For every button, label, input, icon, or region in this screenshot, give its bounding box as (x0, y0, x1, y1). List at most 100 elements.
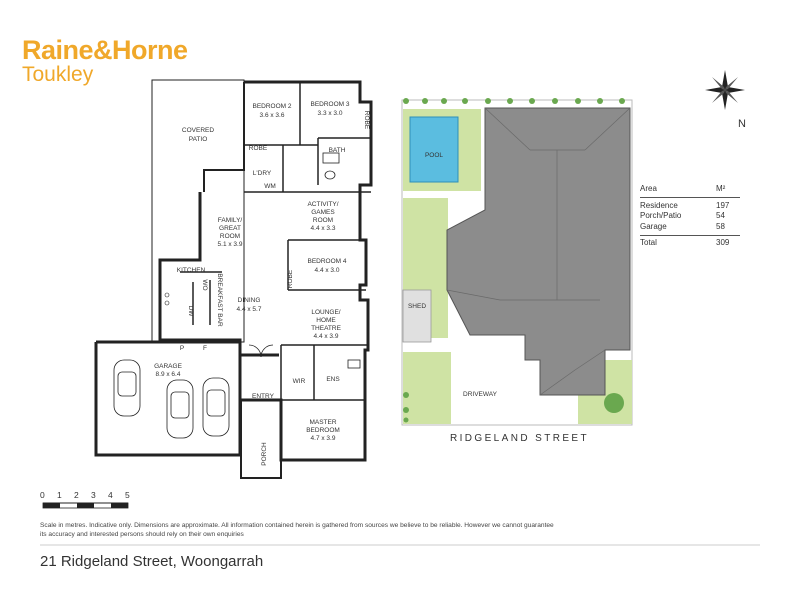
label-fridge: F (203, 345, 207, 352)
ensuite-vanity (347, 359, 361, 369)
label-porch: PORCH (261, 442, 268, 466)
label-bedroom-4: BEDROOM 4 (307, 258, 346, 265)
scale-tick: 2 (74, 490, 79, 500)
shed (402, 289, 432, 343)
label-activity-dims: 4.4 x 3.3 (311, 225, 336, 232)
street-name: RIDGELAND STREET (450, 433, 589, 444)
label-lounge: THEATRE (311, 325, 342, 332)
label-ensuite: ENS (326, 376, 340, 383)
label-bedroom-3: BEDROOM 3 (310, 101, 349, 108)
floor-plan (94, 79, 373, 479)
label-activity: GAMES (311, 209, 335, 216)
label-robe-bed3: ROBE (363, 111, 370, 130)
label-master: MASTER (309, 419, 336, 426)
label-breakfast-bar: BREAKFAST BAR (216, 273, 223, 327)
scale-tick: 4 (108, 490, 113, 500)
area-row-label: Porch/Patio (640, 211, 682, 220)
label-kitchen: KITCHEN (177, 267, 206, 274)
label-family-dims: 5.1 x 3.9 (218, 241, 243, 248)
area-row-value: 54 (716, 211, 725, 220)
scale-tick: 1 (57, 490, 62, 500)
laundry-wall (203, 82, 245, 192)
site-plan: POOL SHED DRIVEWAY (401, 98, 633, 426)
label-pool: POOL (425, 152, 443, 159)
scale-tick: 0 (40, 490, 45, 500)
label-family: FAMILY/ (218, 217, 243, 224)
swimming-pool (409, 116, 459, 183)
area-row-value: 197 (716, 200, 730, 210)
property-address: 21 Ridgeland Street, Woongarrah (40, 553, 264, 570)
label-washing-machine: WM (264, 183, 276, 190)
area-header-label: Area (640, 184, 657, 193)
label-shed: SHED (408, 303, 426, 310)
label-master: BEDROOM (306, 427, 340, 434)
scale-tick: 3 (91, 490, 96, 500)
label-bedroom-2: BEDROOM 2 (252, 103, 291, 110)
label-dining-dims: 4.4 x 5.7 (237, 306, 262, 313)
cooktop-fixture (164, 300, 170, 306)
area-table: Area M² Residence 197 Porch/Patio 54 Gar… (640, 184, 740, 249)
area-table-header: Area M² (640, 184, 740, 198)
label-lounge-dims: 4.4 x 3.9 (314, 333, 339, 340)
porch-wall (240, 399, 282, 479)
area-total-value: 309 (716, 238, 730, 247)
label-bedroom-4-dims: 4.4 x 3.0 (315, 267, 340, 274)
north-label: N (738, 118, 746, 130)
area-row: Residence 197 (640, 201, 740, 212)
brand-office: Toukley (22, 63, 94, 86)
label-garage: GARAGE (154, 363, 182, 370)
hedge-trees (403, 98, 625, 423)
label-lounge: HOME (316, 317, 336, 324)
label-bedroom-2-dims: 3.6 x 3.6 (260, 112, 285, 119)
svg-text:BEDROOM 44.4 x 3.0: BEDROOM 4 4.4 x 3.0 (307, 258, 346, 274)
internal-walls (180, 82, 371, 401)
label-wir: WIR (293, 378, 306, 385)
label-activity: ROOM (313, 217, 333, 224)
scale-bar (42, 502, 129, 509)
label-covered-patio: COVERED (182, 127, 214, 134)
label-driveway: DRIVEWAY (463, 391, 498, 398)
label-family: GREAT (219, 225, 241, 232)
front-lawn-left (403, 352, 451, 424)
area-header-unit: M² (716, 184, 726, 193)
area-total: Total 309 (640, 235, 740, 249)
scale-tick: 5 (125, 490, 130, 500)
room-labels: COVERED PATIO BEDROOM 2 3.6 x 3.6 BEDROOM … (154, 101, 370, 466)
roof (446, 107, 631, 396)
label-robe-bed4: ROBE (287, 269, 294, 288)
compass-icon (705, 70, 745, 110)
toilet-fixture (324, 170, 336, 180)
bath-fixture (322, 152, 340, 164)
label-wall-oven: WO (201, 279, 208, 290)
label-covered-patio: PATIO (189, 136, 208, 143)
brand-logo: Raine&Horne Toukley (22, 36, 188, 86)
area-row-label: Garage (640, 221, 667, 231)
area-row: Garage 58 (640, 222, 740, 233)
label-pantry: P (180, 345, 184, 352)
label-laundry: L'DRY (253, 170, 272, 177)
area-row-value: 58 (716, 221, 725, 231)
house-outer-wall (240, 80, 373, 462)
disclaimer: Scale in metres. Indicative only. Dimens… (40, 522, 554, 538)
label-garage-dims: 8.9 x 6.4 (156, 371, 181, 378)
label-activity: ACTIVITY/ (307, 201, 338, 208)
roof-ridges (446, 107, 631, 396)
brand-name: Raine&Horne (22, 35, 188, 65)
label-master-dims: 4.7 x 3.9 (311, 435, 336, 442)
label-entry: ENTRY (252, 393, 275, 400)
label-robe-bed2: ROBE (249, 145, 268, 152)
garage-wall (94, 340, 242, 457)
svg-text:BEDROOM 23.6 x 3.6: BEDROOM 2 3.6 x 3.6 (252, 103, 291, 119)
entry-door (260, 344, 274, 358)
cooktop-fixture (164, 292, 170, 298)
area-row-label: Residence (640, 200, 678, 210)
label-family: ROOM (220, 233, 240, 240)
